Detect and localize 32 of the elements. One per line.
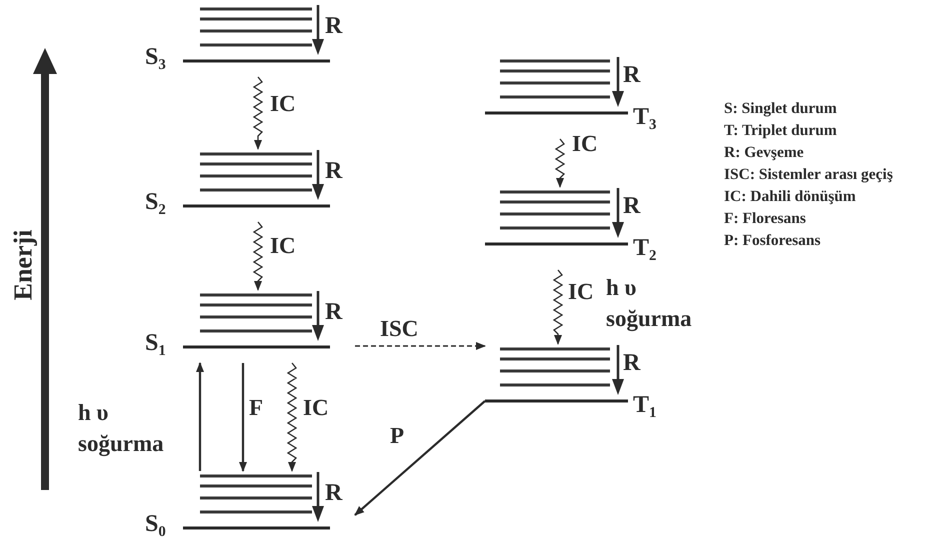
legend-text: S: Singlet durum (724, 100, 838, 118)
state-label: S$_{1}$ (145, 331, 166, 360)
state-label: T$_{1}$ (633, 393, 656, 422)
state-label: S$_{0}$ (145, 512, 166, 540)
arrow (354, 400, 486, 516)
relaxation-label: R (623, 63, 640, 87)
process-label: h υ soğurma (606, 274, 693, 334)
relaxation-label: R (325, 300, 342, 324)
axis-label: Enerji (8, 230, 38, 300)
relaxation-label: R (325, 481, 342, 505)
legend-text: IC: Dahili dönüşüm (724, 188, 857, 206)
relaxation-label: R (623, 194, 640, 218)
legend-text: P: Fosforesans (724, 232, 822, 250)
relaxation-label: R (325, 14, 342, 38)
state-label: S$_{3}$ (145, 45, 166, 74)
state-label: T$_{3}$ (633, 105, 656, 134)
legend-text: T: Triplet durum (724, 122, 838, 140)
state-label: T$_{2}$ (633, 236, 656, 264)
wavy-arrow (252, 76, 264, 150)
wavy-arrow (554, 138, 566, 188)
wavy-arrow (552, 270, 564, 345)
legend-text: ISC: Sistemler arası geçiş (724, 166, 893, 184)
arrow (355, 342, 486, 350)
wavy-arrow (286, 362, 298, 472)
state-label: S$_{2}$ (145, 190, 166, 218)
arrow (196, 362, 204, 471)
legend-text: R: Gevşeme (724, 144, 805, 162)
wavy-arrow (252, 222, 264, 291)
relaxation-label: R (325, 159, 342, 183)
relaxation-label: R (623, 351, 640, 375)
legend-text: F: Floresans (724, 210, 807, 228)
arrow (239, 363, 247, 472)
